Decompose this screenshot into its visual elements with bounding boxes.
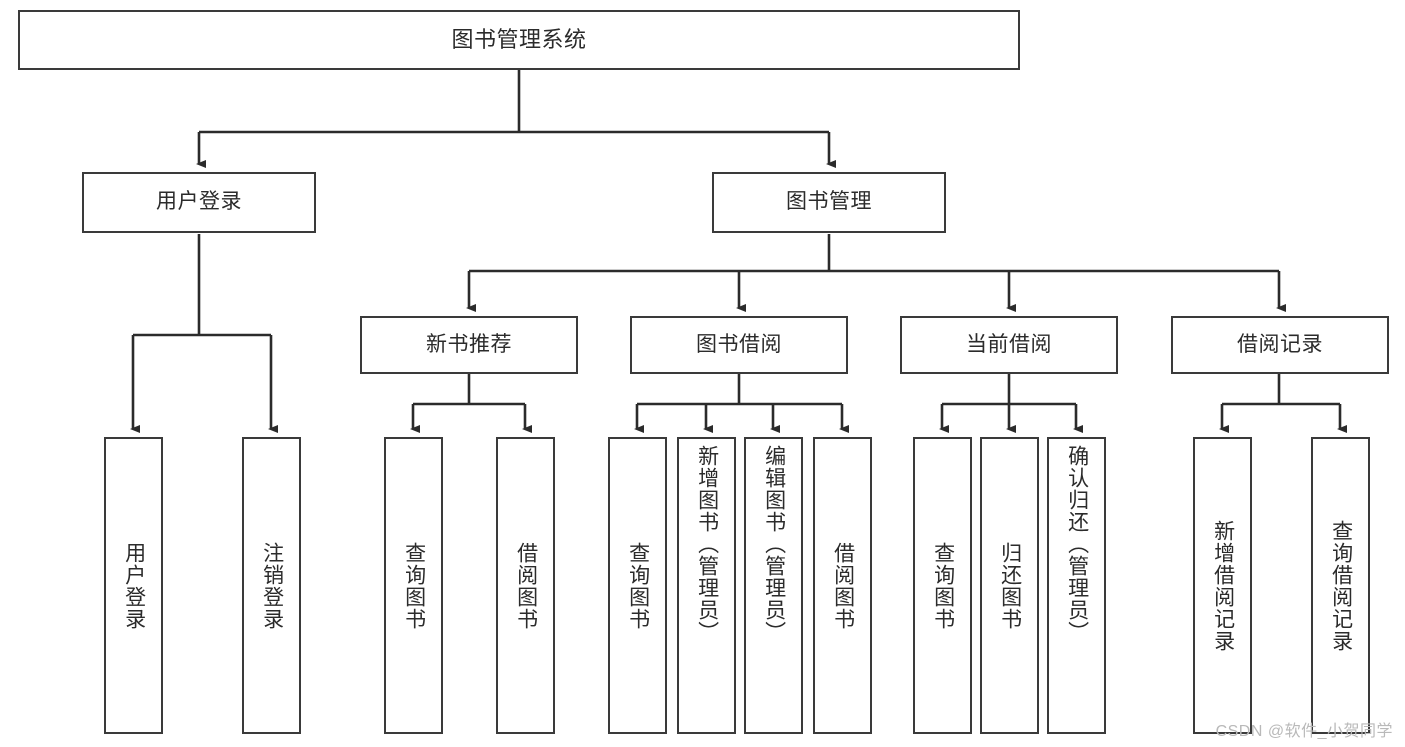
node-user-login-label: 用户登录 (156, 190, 242, 214)
node-leaf-edit-book-admin-label: 编辑图书（管理员） (762, 445, 786, 643)
watermark: CSDN @软件_小贺同学 (1215, 723, 1393, 740)
node-leaf-add-borrow-record[interactable]: 新增借阅记录 (1193, 437, 1252, 734)
node-leaf-logout-label: 注销登录 (260, 541, 284, 630)
node-book-manage[interactable]: 图书管理 (712, 172, 946, 233)
node-book-borrow-label: 图书借阅 (696, 332, 782, 356)
node-borrow-record-label: 借阅记录 (1237, 332, 1323, 356)
node-leaf-query-borrow-record-label: 查询借阅记录 (1329, 519, 1353, 652)
node-leaf-query-book-current-label: 查询图书 (931, 541, 955, 630)
node-leaf-borrow-book[interactable]: 借阅图书 (813, 437, 872, 734)
node-leaf-user-login-label: 用户登录 (122, 541, 146, 630)
node-root-label: 图书管理系统 (451, 27, 587, 53)
node-leaf-add-book-admin-label: 新增图书（管理员） (695, 445, 719, 643)
node-new-book-recommend[interactable]: 新书推荐 (360, 316, 578, 374)
node-leaf-confirm-return-admin-label: 确认归还（管理员） (1065, 445, 1089, 643)
node-leaf-query-book-borrow-label: 查询图书 (626, 541, 650, 630)
node-new-book-recommend-label: 新书推荐 (426, 332, 512, 356)
node-leaf-add-borrow-record-label: 新增借阅记录 (1211, 519, 1235, 652)
node-leaf-borrow-book-label: 借阅图书 (831, 541, 855, 630)
node-root[interactable]: 图书管理系统 (18, 10, 1020, 70)
node-leaf-return-book-label: 归还图书 (998, 541, 1022, 630)
node-leaf-query-book-recommend-label: 查询图书 (402, 541, 426, 630)
node-leaf-borrow-book-recommend[interactable]: 借阅图书 (496, 437, 555, 734)
node-leaf-query-borrow-record[interactable]: 查询借阅记录 (1311, 437, 1370, 734)
node-leaf-logout[interactable]: 注销登录 (242, 437, 301, 734)
node-book-manage-label: 图书管理 (786, 190, 872, 214)
node-current-borrow-label: 当前借阅 (966, 332, 1052, 356)
node-book-borrow[interactable]: 图书借阅 (630, 316, 848, 374)
node-leaf-query-book-current[interactable]: 查询图书 (913, 437, 972, 734)
node-leaf-add-book-admin[interactable]: 新增图书（管理员） (677, 437, 736, 734)
node-leaf-edit-book-admin[interactable]: 编辑图书（管理员） (744, 437, 803, 734)
node-current-borrow[interactable]: 当前借阅 (900, 316, 1118, 374)
node-leaf-confirm-return-admin[interactable]: 确认归还（管理员） (1047, 437, 1106, 734)
node-leaf-query-book-borrow[interactable]: 查询图书 (608, 437, 667, 734)
node-leaf-return-book[interactable]: 归还图书 (980, 437, 1039, 734)
node-leaf-user-login[interactable]: 用户登录 (104, 437, 163, 734)
node-leaf-query-book-recommend[interactable]: 查询图书 (384, 437, 443, 734)
node-user-login[interactable]: 用户登录 (82, 172, 316, 233)
node-borrow-record[interactable]: 借阅记录 (1171, 316, 1389, 374)
node-leaf-borrow-book-recommend-label: 借阅图书 (514, 541, 538, 630)
